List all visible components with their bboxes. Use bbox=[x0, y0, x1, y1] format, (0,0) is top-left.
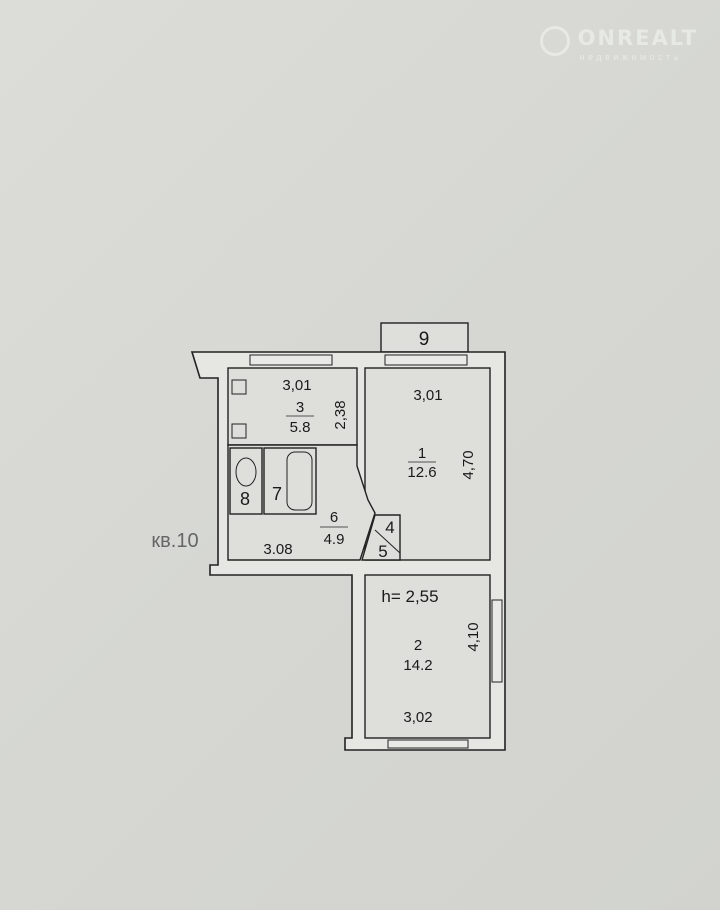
room-4-5-closet bbox=[361, 514, 401, 561]
window-room-2-side bbox=[491, 599, 503, 683]
room-1-number: 1 bbox=[418, 445, 426, 462]
door-swing bbox=[374, 529, 401, 554]
watermark-subtitle: недвижимость bbox=[579, 52, 682, 62]
room-6-number: 6 bbox=[330, 509, 338, 526]
window-kitchen bbox=[249, 354, 333, 366]
toilet-icon bbox=[235, 457, 257, 487]
room-4-number: 4 bbox=[385, 518, 394, 537]
house-logo-icon bbox=[539, 26, 570, 56]
room-7-number: 7 bbox=[272, 484, 282, 504]
room-1-width: 3,01 bbox=[413, 387, 442, 404]
room-2-width: 3,02 bbox=[403, 709, 432, 726]
room-2-length: 4,10 bbox=[465, 622, 482, 651]
stove-icon bbox=[231, 379, 247, 395]
room-3-number: 3 bbox=[296, 399, 304, 416]
room-2-number: 2 bbox=[414, 637, 422, 654]
bathtub-icon bbox=[286, 451, 313, 511]
room-2 bbox=[364, 574, 491, 739]
sink-icon bbox=[231, 423, 247, 439]
watermark-brand: ONREALT bbox=[577, 26, 698, 50]
room-8-toilet bbox=[229, 447, 263, 515]
watermark: ONREALT недвижимость bbox=[539, 26, 698, 62]
room-3-width: 3,01 bbox=[282, 377, 311, 394]
room-1-length: 4,70 bbox=[460, 450, 477, 479]
room-3-area: 5.8 bbox=[290, 419, 311, 436]
apartment-label: кв.10 bbox=[151, 530, 198, 552]
room-2-area: 14.2 bbox=[403, 657, 432, 674]
room-3 bbox=[227, 367, 358, 446]
room-8-number: 8 bbox=[240, 489, 250, 509]
room-6-area: 4.9 bbox=[324, 531, 345, 548]
balcony-number: 9 bbox=[419, 329, 430, 350]
window-room-1 bbox=[384, 354, 468, 366]
ceiling-height: h= 2,55 bbox=[381, 587, 438, 606]
room-3-length: 2,38 bbox=[332, 400, 349, 429]
room-1-area: 12.6 bbox=[407, 464, 436, 481]
room-7-bath bbox=[263, 447, 317, 515]
room-6-width: 3.08 bbox=[263, 541, 292, 558]
balcony-9 bbox=[380, 322, 469, 353]
window-room-2 bbox=[387, 739, 469, 749]
room-5-number: 5 bbox=[378, 542, 387, 561]
